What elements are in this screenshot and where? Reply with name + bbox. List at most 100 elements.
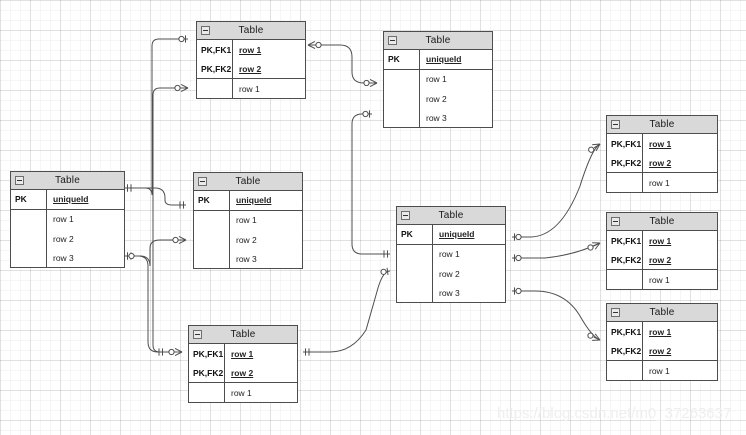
row-field-name: row 1 — [53, 214, 74, 225]
entity-row[interactable]: row 1 — [607, 361, 717, 381]
row-key-label: PK — [194, 191, 230, 210]
row-field-name: row 3 — [53, 253, 74, 264]
entity-row[interactable]: row 2 — [397, 264, 505, 284]
entity-row[interactable]: row 2 — [11, 229, 124, 249]
row-field-name: row 1 — [231, 388, 252, 399]
collapse-minus-icon[interactable] — [611, 308, 620, 317]
row-key-label — [197, 79, 233, 99]
collapse-minus-icon[interactable] — [201, 26, 210, 35]
row-field-name: uniqueId — [236, 195, 272, 206]
row-key-label: PK,FK1 — [607, 134, 643, 154]
row-field-name: row 3 — [426, 113, 447, 124]
row-field-name: row 2 — [649, 157, 672, 168]
row-key-label: PK,FK2 — [189, 363, 225, 383]
collapse-minus-icon[interactable] — [388, 36, 397, 45]
entity-row[interactable]: row 2 — [194, 230, 302, 250]
entity-rows: PK,FK1 row 1 PK,FK2 row 2 row 1 — [607, 134, 717, 193]
row-key-label — [194, 210, 230, 230]
collapse-minus-icon[interactable] — [15, 176, 24, 185]
row-field-name: row 1 — [236, 215, 257, 226]
row-field-name: row 2 — [649, 254, 672, 265]
row-key-label — [607, 361, 643, 381]
entity-rows: PK uniqueId row 1 row 2 row 3 — [194, 191, 302, 269]
row-key-label: PK,FK2 — [607, 250, 643, 270]
row-field-name: row 1 — [439, 249, 460, 260]
entity-title: Table — [230, 329, 256, 340]
row-field-name: row 2 — [231, 367, 254, 378]
row-key-label — [194, 249, 230, 269]
entity-row[interactable]: row 2 — [384, 89, 492, 109]
entity-row[interactable]: row 1 — [11, 209, 124, 229]
row-field-name: uniqueId — [426, 54, 462, 65]
row-field-name: row 1 — [239, 44, 262, 55]
entity-header: Table — [607, 304, 717, 322]
watermark-text: https://blog.csdn.net/m0_37263637 — [497, 405, 732, 422]
collapse-minus-icon[interactable] — [401, 211, 410, 220]
row-key-label — [607, 173, 643, 193]
collapse-minus-icon[interactable] — [611, 217, 620, 226]
entity-row[interactable]: row 1 — [189, 383, 297, 403]
entity-title: Table — [55, 175, 80, 186]
entity-title: Table — [235, 176, 261, 187]
row-key-label: PK,FK1 — [607, 231, 643, 251]
row-key-label — [194, 230, 230, 250]
row-field-name: row 1 — [649, 138, 672, 149]
row-key-label — [11, 209, 47, 229]
row-key-label: PK,FK1 — [189, 344, 225, 364]
row-key-label — [11, 248, 47, 268]
row-field-name: row 1 — [649, 178, 670, 189]
collapse-minus-icon[interactable] — [198, 177, 207, 186]
entity-header: Table — [11, 172, 124, 190]
entity-row[interactable]: row 1 — [194, 210, 302, 230]
entity-title: Table — [238, 25, 264, 36]
entity-row[interactable]: PK,FK2 row 2 — [607, 153, 717, 174]
entity-title: Table — [649, 119, 675, 130]
entity-row[interactable]: row 3 — [194, 249, 302, 269]
row-key-label — [384, 108, 420, 128]
entity-row[interactable]: row 3 — [397, 283, 505, 303]
entity-row[interactable]: row 3 — [384, 108, 492, 128]
collapse-minus-icon[interactable] — [193, 330, 202, 339]
entity-row[interactable]: row 1 — [607, 173, 717, 193]
collapse-minus-icon[interactable] — [611, 120, 620, 129]
entity-row[interactable]: row 1 — [607, 270, 717, 290]
entity-header: Table — [194, 173, 302, 191]
row-key-label: PK — [397, 225, 433, 244]
entity-row[interactable]: PK,FK1 row 1 — [607, 134, 717, 154]
row-field-name: row 1 — [649, 326, 672, 337]
entity-header: Table — [197, 22, 305, 40]
row-key-label: PK,FK2 — [607, 153, 643, 173]
entity-row[interactable]: row 1 — [397, 244, 505, 264]
entity-row[interactable]: row 1 — [384, 69, 492, 89]
row-field-name: row 2 — [236, 234, 257, 245]
entity-row[interactable]: PK,FK2 row 2 — [189, 363, 297, 384]
row-key-label: PK — [11, 190, 47, 209]
entity-row[interactable]: row 1 — [197, 79, 305, 99]
entity-row[interactable]: PK,FK2 row 2 — [607, 250, 717, 271]
entity-row[interactable]: PK uniqueId — [194, 191, 302, 211]
entity-row[interactable]: row 3 — [11, 248, 124, 268]
